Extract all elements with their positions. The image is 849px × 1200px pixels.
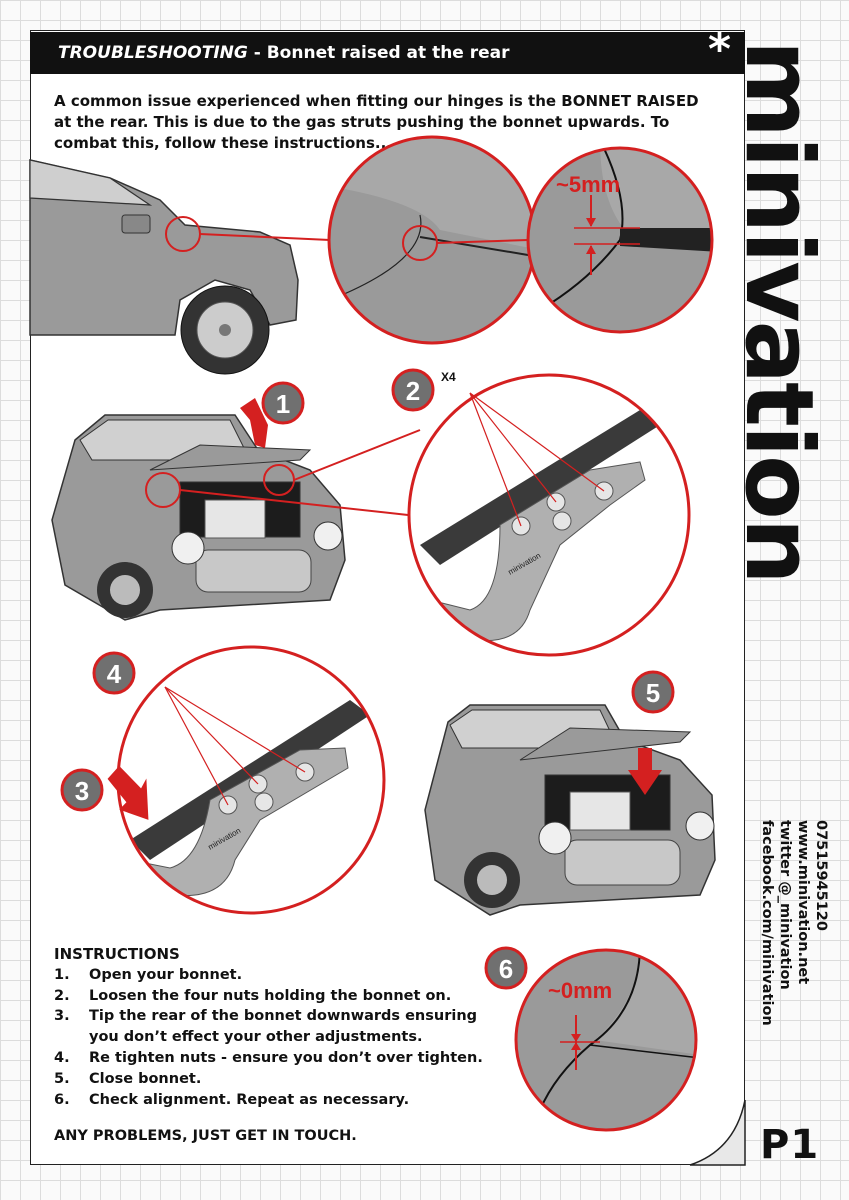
page-number: P1 bbox=[760, 1122, 820, 1168]
step-badge-5: 5 bbox=[631, 670, 675, 714]
contact-facebook-link[interactable]: facebook.com/minivation bbox=[759, 820, 775, 1026]
intro-paragraph: A common issue experienced when fitting … bbox=[54, 92, 699, 152]
title-bar: TROUBLESHOOTING - Bonnet raised at the r… bbox=[30, 28, 745, 74]
zoom-hinge-nuts: minivation bbox=[409, 375, 689, 655]
instructions-heading: INSTRUCTIONS bbox=[54, 945, 180, 963]
svg-text:4: 4 bbox=[107, 659, 122, 689]
car-side-view bbox=[29, 159, 331, 375]
instruction-item: 2.Loosen the four nuts holding the bonne… bbox=[54, 987, 452, 1004]
svg-text:1: 1 bbox=[276, 389, 290, 419]
instructions-list: INSTRUCTIONS 1.Open your bonnet. 2.Loose… bbox=[54, 944, 494, 1110]
page-title: TROUBLESHOOTING - Bonnet raised at the r… bbox=[58, 43, 510, 63]
zoom-hinge-tilt: minivation bbox=[118, 647, 384, 913]
contact-phone: 07515945120 bbox=[813, 820, 829, 931]
step-badge-4: 4 bbox=[92, 651, 136, 695]
instruction-item: 5.Close bonnet. bbox=[54, 1070, 202, 1087]
zoom-bonnet-gap bbox=[329, 137, 535, 343]
gap-after-label: ~0mm bbox=[548, 978, 612, 1003]
svg-text:3: 3 bbox=[75, 776, 89, 806]
contact-twitter-link[interactable]: twitter @_minivation bbox=[777, 820, 793, 990]
contact-website-link[interactable]: www.minivation.net bbox=[795, 820, 811, 985]
zoom-0mm-gap bbox=[516, 950, 696, 1130]
car-close-bonnet bbox=[424, 704, 716, 916]
instruction-item: 6.Check alignment. Repeat as necessary. bbox=[54, 1091, 410, 1108]
brand-wordmark: minivation bbox=[724, 40, 833, 583]
step-badge-1: 1 bbox=[261, 381, 305, 425]
gap-before-label: ~5mm bbox=[556, 172, 620, 197]
svg-text:6: 6 bbox=[499, 954, 513, 984]
nut-count-label: X4 bbox=[441, 370, 456, 384]
svg-text:2: 2 bbox=[406, 376, 420, 406]
car-open-bonnet bbox=[51, 398, 421, 621]
contact-block: 07515945120 www.minivation.net twitter @… bbox=[756, 820, 836, 1120]
zoom-5mm-gap bbox=[528, 148, 712, 332]
step-badge-3: 3 bbox=[60, 768, 104, 812]
closing-note: ANY PROBLEMS, JUST GET IN TOUCH. bbox=[54, 1128, 357, 1144]
asterisk-icon: * bbox=[707, 24, 731, 75]
step-badge-6: 6 bbox=[484, 946, 528, 990]
instruction-item: 1.Open your bonnet. bbox=[54, 966, 243, 983]
instruction-item: 4.Re tighten nuts - ensure you don’t ove… bbox=[54, 1049, 483, 1066]
instruction-item: 3.Tip the rear of the bonnet downwards e… bbox=[54, 1008, 478, 1046]
step-badge-2: 2 bbox=[391, 368, 435, 412]
page-curl-icon bbox=[689, 1099, 746, 1166]
svg-text:5: 5 bbox=[646, 678, 660, 708]
brand-logo: minivation bbox=[724, 40, 833, 840]
